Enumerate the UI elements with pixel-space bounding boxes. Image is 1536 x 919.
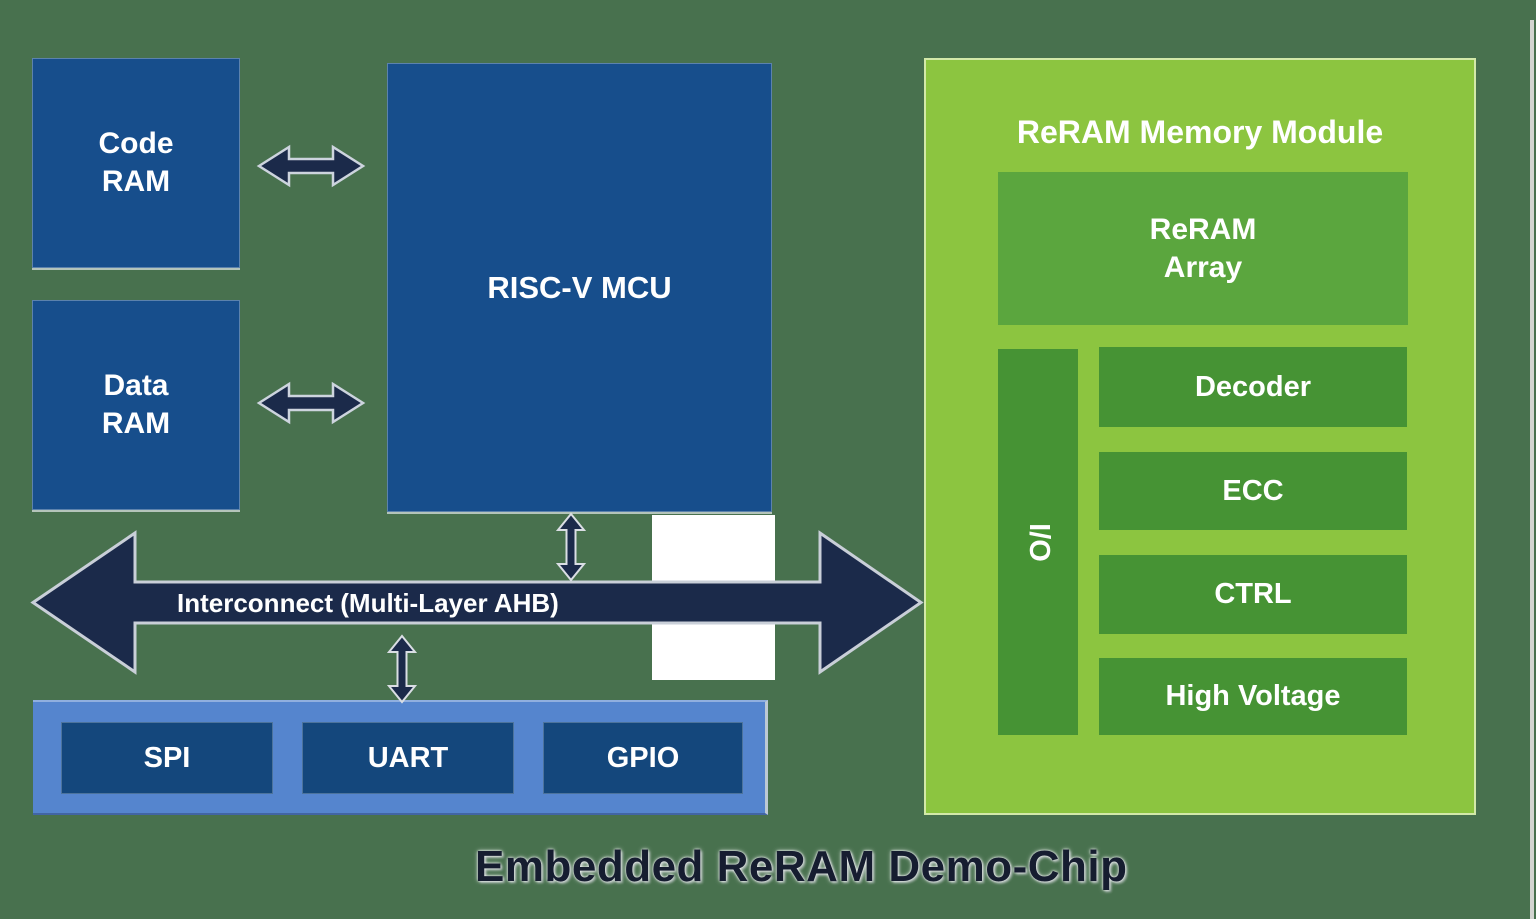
interconnect-bidirectional-arrow-icon <box>30 530 924 675</box>
code-ram-mcu-bidirectional-arrow-icon <box>256 144 366 188</box>
uart-label: UART <box>367 741 449 774</box>
high-voltage-block: High Voltage <box>1099 658 1407 735</box>
interconnect-peripherals-vertical-arrow-icon <box>387 634 417 704</box>
peripherals-container: SPI UART GPIO <box>33 700 768 815</box>
riscv-mcu-block: RISC-V MCU <box>387 63 772 512</box>
spi-block: SPI <box>61 722 273 794</box>
io-block: I/O <box>998 349 1078 735</box>
reram-module-title: ReRAM Memory Module <box>1016 113 1384 150</box>
ctrl-block: CTRL <box>1099 555 1407 634</box>
data-ram-block: Data RAM <box>32 300 240 510</box>
ecc-block: ECC <box>1099 452 1407 530</box>
data-ram-label: Data RAM <box>101 369 171 440</box>
uart-block: UART <box>302 722 514 794</box>
diagram-caption: Embedded ReRAM Demo-Chip <box>475 842 1128 891</box>
spi-label: SPI <box>143 741 191 774</box>
decoder-block: Decoder <box>1099 347 1407 427</box>
mcu-interconnect-vertical-arrow-icon <box>556 512 586 582</box>
reram-memory-module: ReRAM Memory Module ReRAM Array I/O Deco… <box>924 58 1476 815</box>
riscv-mcu-label: RISC-V MCU <box>487 269 672 305</box>
gpio-label: GPIO <box>606 741 680 774</box>
interconnect-label: Interconnect (Multi-Layer AHB) <box>177 588 559 618</box>
code-ram-block: Code RAM <box>32 58 240 268</box>
code-ram-label: Code RAM <box>98 127 174 198</box>
gpio-block: GPIO <box>543 722 743 794</box>
right-edge-strip <box>1530 20 1534 919</box>
reram-array-block: ReRAM Array <box>998 172 1408 325</box>
io-label: I/O <box>1022 522 1055 562</box>
data-ram-mcu-bidirectional-arrow-icon <box>256 381 366 425</box>
